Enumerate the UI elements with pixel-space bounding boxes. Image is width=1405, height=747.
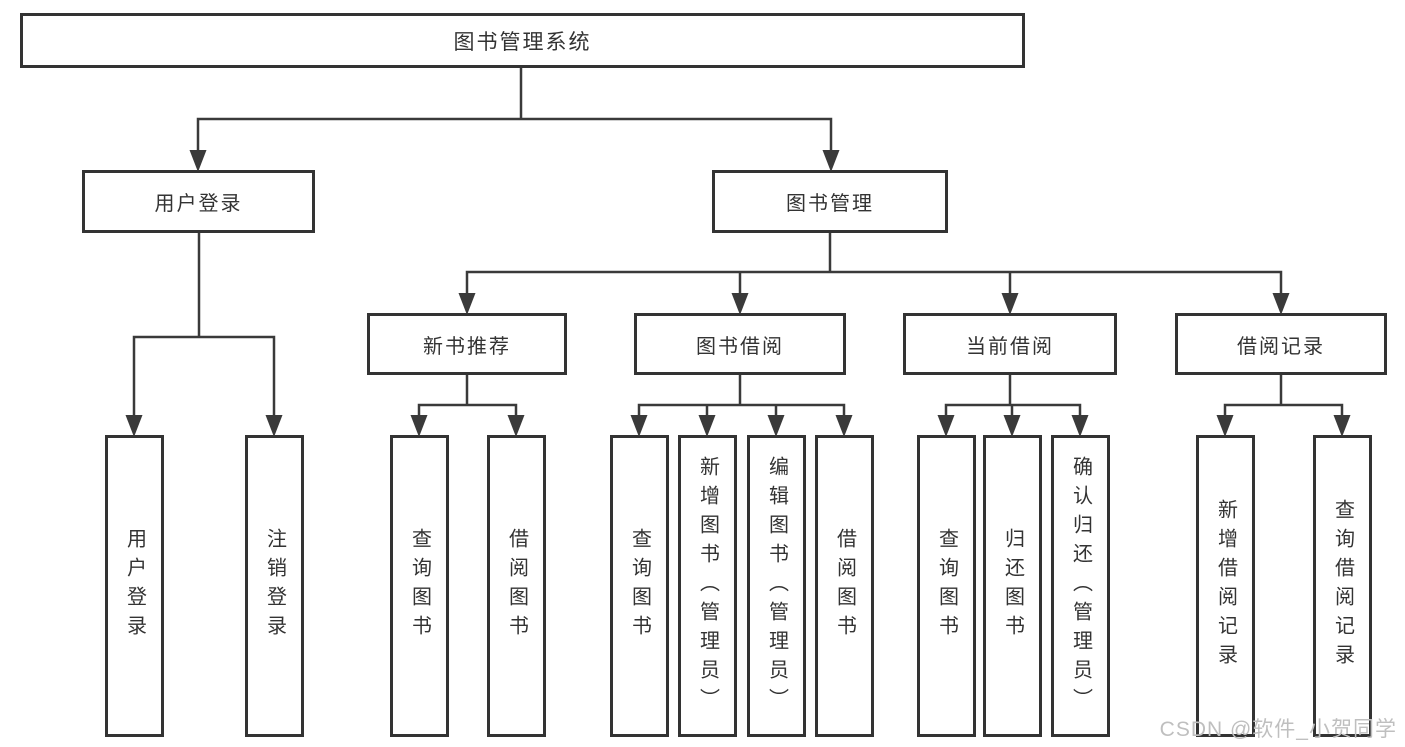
node-leaf-edit-book-admin: 编辑图书（管理员） bbox=[747, 435, 806, 737]
node-leaf-return-book: 归还图书 bbox=[983, 435, 1042, 737]
node-leaf-query-book-current: 查询图书 bbox=[917, 435, 976, 737]
node-label: 图书管理 bbox=[786, 193, 874, 215]
node-book-management-group: 图书管理 bbox=[712, 170, 948, 233]
node-label: 归还图书 bbox=[1001, 528, 1024, 644]
node-label: 借阅图书 bbox=[505, 528, 528, 644]
node-label: 新书推荐 bbox=[423, 335, 511, 358]
node-label: 新增借阅记录 bbox=[1214, 499, 1237, 673]
node-leaf-query-book-borrowing: 查询图书 bbox=[610, 435, 669, 737]
node-leaf-add-book-admin: 新增图书（管理员） bbox=[678, 435, 737, 737]
node-label: 查询图书 bbox=[408, 528, 431, 644]
node-library-management-system: 图书管理系统 bbox=[20, 13, 1025, 68]
node-current-borrowing: 当前借阅 bbox=[903, 313, 1117, 375]
node-new-book-recommendation: 新书推荐 bbox=[367, 313, 567, 375]
node-label: 编辑图书（管理员） bbox=[765, 455, 788, 717]
node-user-login-group: 用户登录 bbox=[82, 170, 315, 233]
node-label: 图书管理系统 bbox=[453, 30, 592, 54]
node-leaf-add-borrow-record: 新增借阅记录 bbox=[1196, 435, 1255, 737]
node-leaf-user-login: 用户登录 bbox=[105, 435, 164, 737]
node-leaf-confirm-return-admin: 确认归还（管理员） bbox=[1051, 435, 1110, 737]
node-label: 新增图书（管理员） bbox=[696, 455, 719, 717]
node-label: 当前借阅 bbox=[966, 335, 1054, 358]
node-label: 借阅图书 bbox=[833, 528, 856, 644]
node-label: 确认归还（管理员） bbox=[1069, 455, 1092, 717]
node-leaf-borrow-book-newrec: 借阅图书 bbox=[487, 435, 546, 737]
node-leaf-query-borrow-record: 查询借阅记录 bbox=[1313, 435, 1372, 737]
node-leaf-logout: 注销登录 bbox=[245, 435, 304, 737]
node-label: 查询图书 bbox=[628, 528, 651, 644]
node-label: 图书借阅 bbox=[696, 335, 784, 358]
node-label: 注销登录 bbox=[263, 528, 286, 644]
node-label: 查询借阅记录 bbox=[1331, 499, 1354, 673]
node-leaf-borrow-book-borrowing: 借阅图书 bbox=[815, 435, 874, 737]
node-label: 查询图书 bbox=[935, 528, 958, 644]
watermark-text: CSDN @软件_小贺同学 bbox=[1159, 718, 1397, 741]
node-label: 借阅记录 bbox=[1237, 335, 1325, 358]
node-book-borrowing: 图书借阅 bbox=[634, 313, 846, 375]
node-label: 用户登录 bbox=[154, 193, 243, 215]
node-leaf-query-book-newrec: 查询图书 bbox=[390, 435, 449, 737]
node-borrowing-records: 借阅记录 bbox=[1175, 313, 1387, 375]
node-label: 用户登录 bbox=[123, 528, 146, 644]
